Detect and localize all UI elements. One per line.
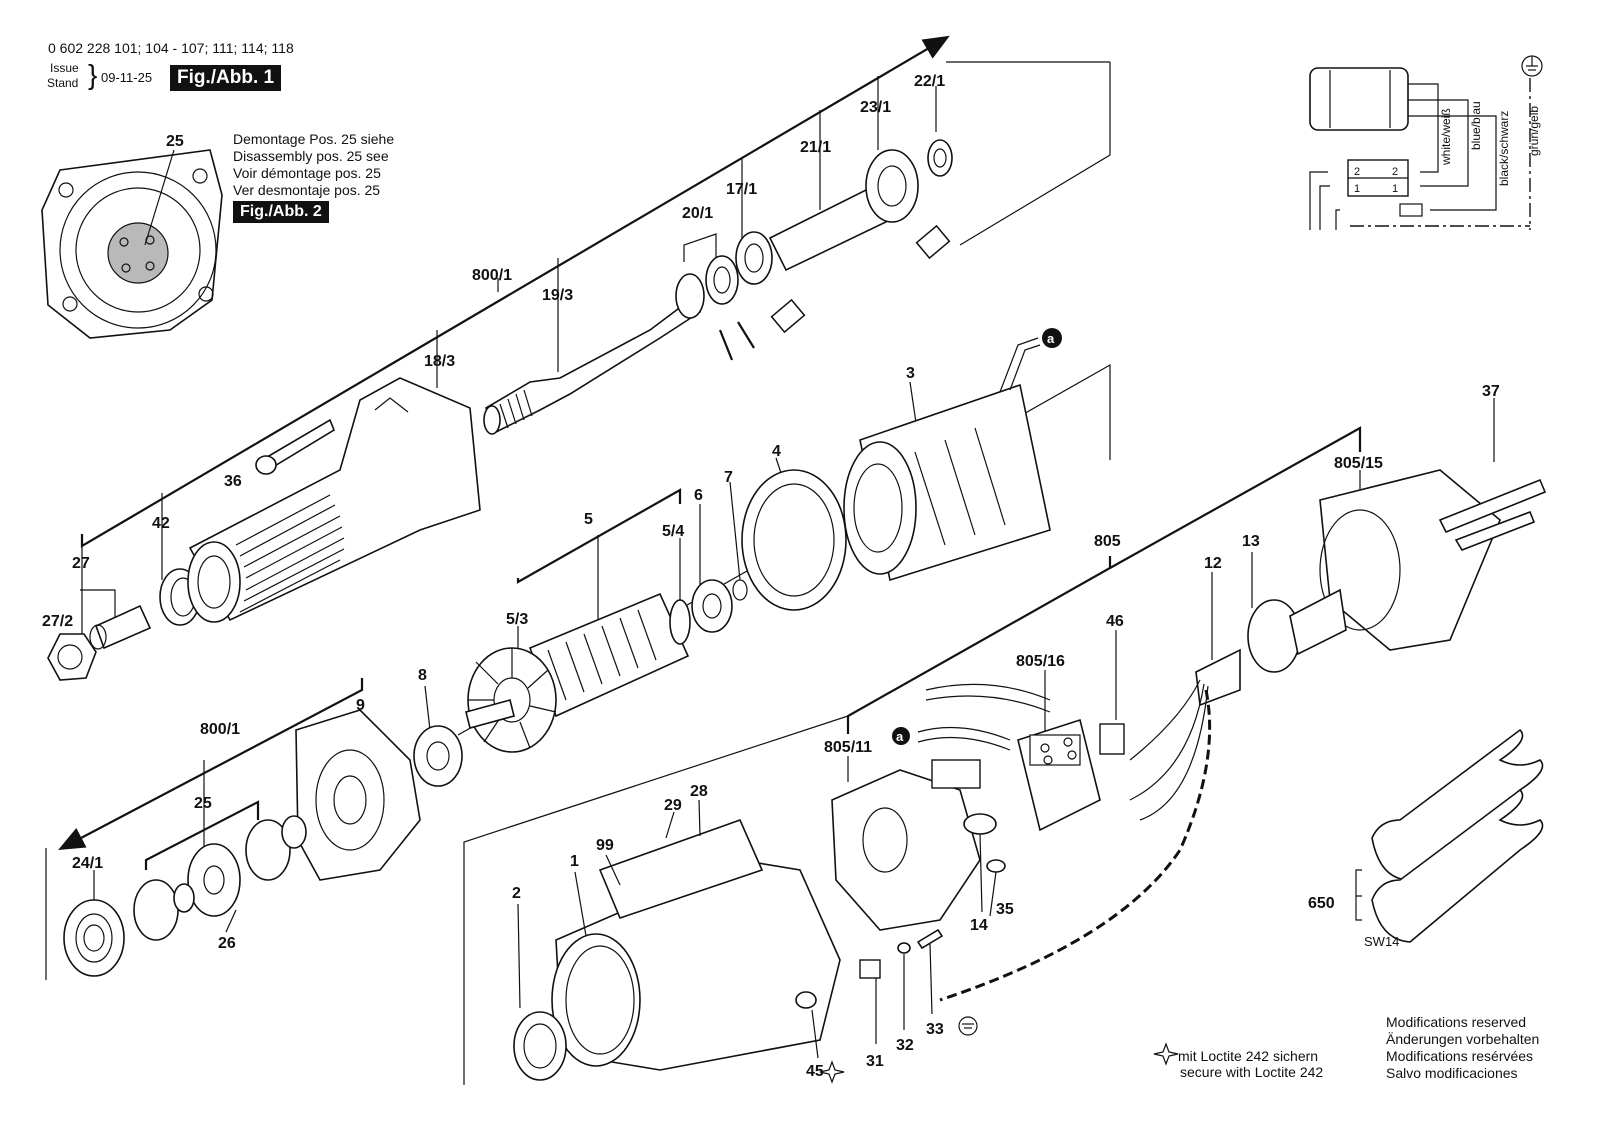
issue-label: Issue xyxy=(50,61,79,75)
label-27: 27 xyxy=(72,555,90,572)
label-650: 650 xyxy=(1308,895,1335,912)
label-26: 26 xyxy=(218,935,236,952)
label-31: 31 xyxy=(866,1053,884,1070)
connector-a-top: a xyxy=(1047,331,1055,346)
label-805-11: 805/11 xyxy=(824,739,872,756)
label-7: 7 xyxy=(724,469,733,486)
label-800-1-top: 800/1 xyxy=(472,267,512,284)
wire-black: black/schwarz xyxy=(1497,111,1511,186)
part-labels: 25 22/1 23/1 21/1 17/1 20/1 800/1 19/3 1… xyxy=(42,73,1500,1080)
label-12: 12 xyxy=(1204,555,1222,572)
label-45: 45 xyxy=(806,1063,824,1080)
modifications-line-3: Modifications resérvées xyxy=(1386,1048,1534,1064)
detail-view-housing xyxy=(41,149,223,339)
connector-a-bottom: a xyxy=(896,729,904,744)
label-23-1: 23/1 xyxy=(860,99,891,116)
lower-left-assembly xyxy=(45,678,463,980)
lower-right-assembly xyxy=(463,398,1547,1085)
modifications-line-1: Modifications reserved xyxy=(1386,1014,1527,1030)
part-number-list: 0 602 228 101; 104 - 107; 111; 114; 118 xyxy=(48,40,294,56)
label-46: 46 xyxy=(1106,613,1124,630)
label-17-1: 17/1 xyxy=(726,181,757,198)
brace-glyph: } xyxy=(88,59,98,90)
label-36: 36 xyxy=(224,473,242,490)
terminal-1-right: 1 xyxy=(1392,183,1398,195)
wire-white: white/weiß xyxy=(1439,108,1453,166)
label-22-1: 22/1 xyxy=(914,73,945,90)
label-14: 14 xyxy=(970,917,988,934)
wiring-schematic xyxy=(1309,55,1543,230)
issue-date: 09-11-25 xyxy=(101,70,153,85)
figure-badge: Fig./Abb. 1 xyxy=(170,65,282,91)
top-assembly xyxy=(47,35,1111,681)
label-33: 33 xyxy=(926,1021,944,1038)
loctite-note-line-2: secure with Loctite 242 xyxy=(1180,1064,1324,1080)
label-2: 2 xyxy=(512,885,521,902)
modifications-line-2: Änderungen vorbehalten xyxy=(1386,1031,1540,1047)
terminal-2-right: 2 xyxy=(1392,166,1398,178)
label-805: 805 xyxy=(1094,533,1121,550)
stand-label: Stand xyxy=(47,76,79,90)
detail-note-line-1: Demontage Pos. 25 siehe xyxy=(233,131,395,147)
label-8: 8 xyxy=(418,667,427,684)
label-28: 28 xyxy=(690,783,708,800)
label-5-3: 5/3 xyxy=(506,611,528,628)
wire-green-yellow: grün/gelb xyxy=(1527,106,1541,156)
label-24-1: 24/1 xyxy=(72,855,103,872)
label-25-detail: 25 xyxy=(166,133,184,150)
detail-note-line-3: Voir démontage pos. 25 xyxy=(233,165,381,181)
terminal-2-left: 2 xyxy=(1354,166,1360,178)
wrench-size-label: SW14 xyxy=(1364,934,1399,949)
label-27-2: 27/2 xyxy=(42,613,73,630)
loctite-note-line-1: mit Loctite 242 sichern xyxy=(1178,1048,1319,1064)
label-1: 1 xyxy=(570,853,579,870)
label-805-16: 805/16 xyxy=(1016,653,1065,670)
wiring-labels: white/weiß blue/blau black/schwarz grün/… xyxy=(1354,101,1541,195)
wrench-650 xyxy=(1355,728,1544,943)
label-6: 6 xyxy=(694,487,703,504)
label-29: 29 xyxy=(664,797,682,814)
wire-blue: blue/blau xyxy=(1469,101,1483,150)
label-25: 25 xyxy=(194,795,212,812)
label-35: 35 xyxy=(996,901,1014,918)
label-3: 3 xyxy=(906,365,915,382)
label-19-3: 19/3 xyxy=(542,287,573,304)
figure-2-badge: Fig./Abb. 2 xyxy=(233,201,329,223)
detail-note-line-2: Disassembly pos. 25 see xyxy=(233,148,389,164)
detail-note-line-4: Ver desmontaje pos. 25 xyxy=(233,182,381,198)
label-99: 99 xyxy=(596,837,614,854)
middle-assembly xyxy=(457,328,1111,753)
label-20-1: 20/1 xyxy=(682,205,713,222)
label-5-4: 5/4 xyxy=(662,523,684,540)
terminal-1-left: 1 xyxy=(1354,183,1360,195)
label-4: 4 xyxy=(772,443,781,460)
label-18-3: 18/3 xyxy=(424,353,455,370)
label-805-15: 805/15 xyxy=(1334,455,1383,472)
label-5: 5 xyxy=(584,511,593,528)
label-21-1: 21/1 xyxy=(800,139,831,156)
label-13: 13 xyxy=(1242,533,1260,550)
label-800-1-bottom: 800/1 xyxy=(200,721,240,738)
modifications-line-4: Salvo modificaciones xyxy=(1386,1065,1518,1081)
label-32: 32 xyxy=(896,1037,914,1054)
label-42: 42 xyxy=(152,515,170,532)
label-37: 37 xyxy=(1482,383,1500,400)
label-9: 9 xyxy=(356,697,365,714)
